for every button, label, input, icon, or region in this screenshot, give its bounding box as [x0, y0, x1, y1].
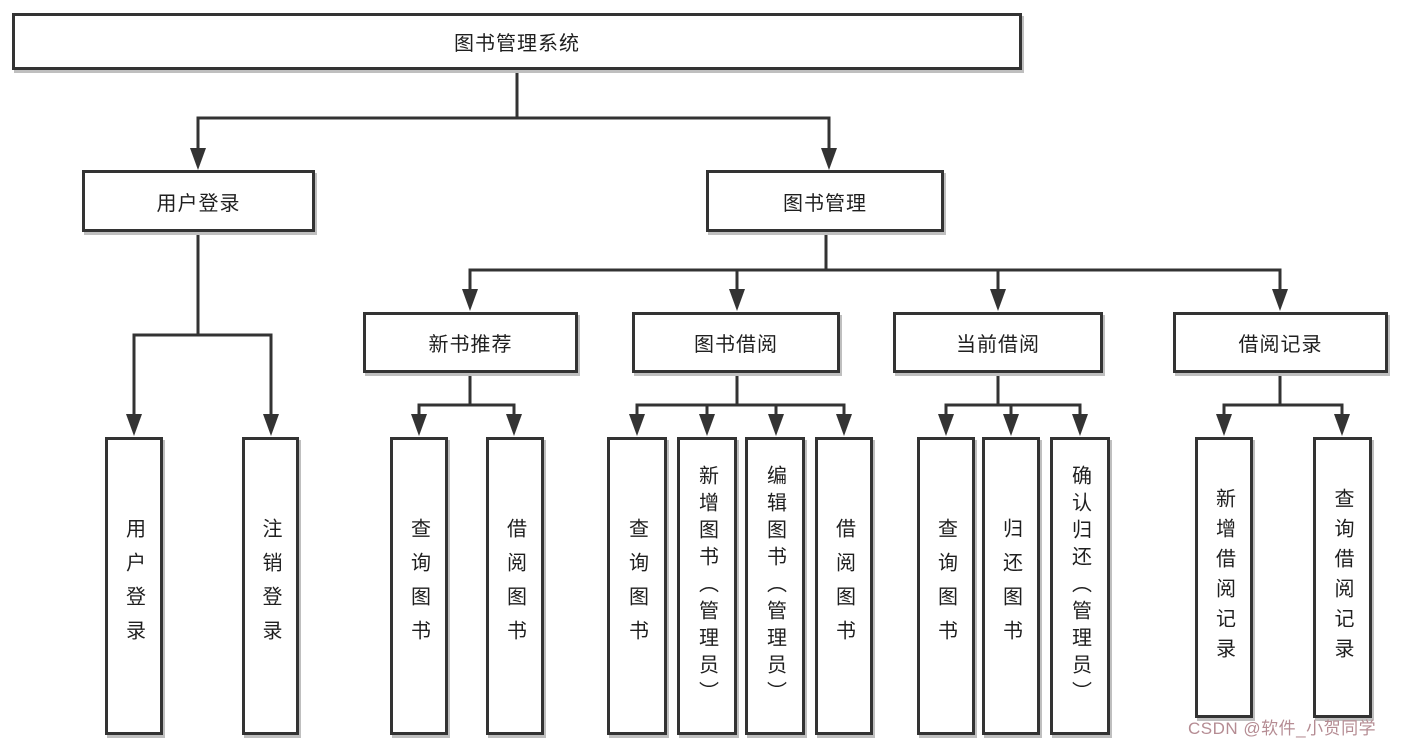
node-user-login: 用户登录 — [82, 170, 315, 232]
leaf-user-login: 用户登录 — [105, 437, 163, 735]
node-current-borrowing: 当前借阅 — [893, 312, 1103, 373]
leaf-edit-book-admin: 编辑图书（管理员） — [745, 437, 805, 735]
leaf-query-borrow-record: 查询借阅记录 — [1313, 437, 1372, 718]
leaf-confirm-return-admin: 确认归还（管理员） — [1050, 437, 1110, 735]
node-borrowing-records: 借阅记录 — [1173, 312, 1388, 373]
node-book-management: 图书管理 — [706, 170, 944, 232]
leaf-add-book-admin: 新增图书（管理员） — [677, 437, 737, 735]
leaf-borrow-book-recommend: 借阅图书 — [486, 437, 544, 735]
node-root-system: 图书管理系统 — [12, 13, 1022, 70]
leaf-add-borrow-record: 新增借阅记录 — [1195, 437, 1253, 718]
node-book-borrowing: 图书借阅 — [632, 312, 840, 373]
leaf-return-book: 归还图书 — [982, 437, 1040, 735]
leaf-borrow-book: 借阅图书 — [815, 437, 873, 735]
leaf-query-book-recommend: 查询图书 — [390, 437, 448, 735]
csdn-watermark: CSDN @软件_小贺同学 — [1188, 719, 1377, 738]
tree-edges — [132, 70, 1344, 418]
leaf-logout: 注销登录 — [242, 437, 299, 735]
leaf-query-book-current: 查询图书 — [917, 437, 975, 735]
arrowheads — [126, 148, 1350, 436]
node-new-book-recommendation: 新书推荐 — [363, 312, 578, 373]
leaf-query-book-borrowing: 查询图书 — [607, 437, 667, 735]
